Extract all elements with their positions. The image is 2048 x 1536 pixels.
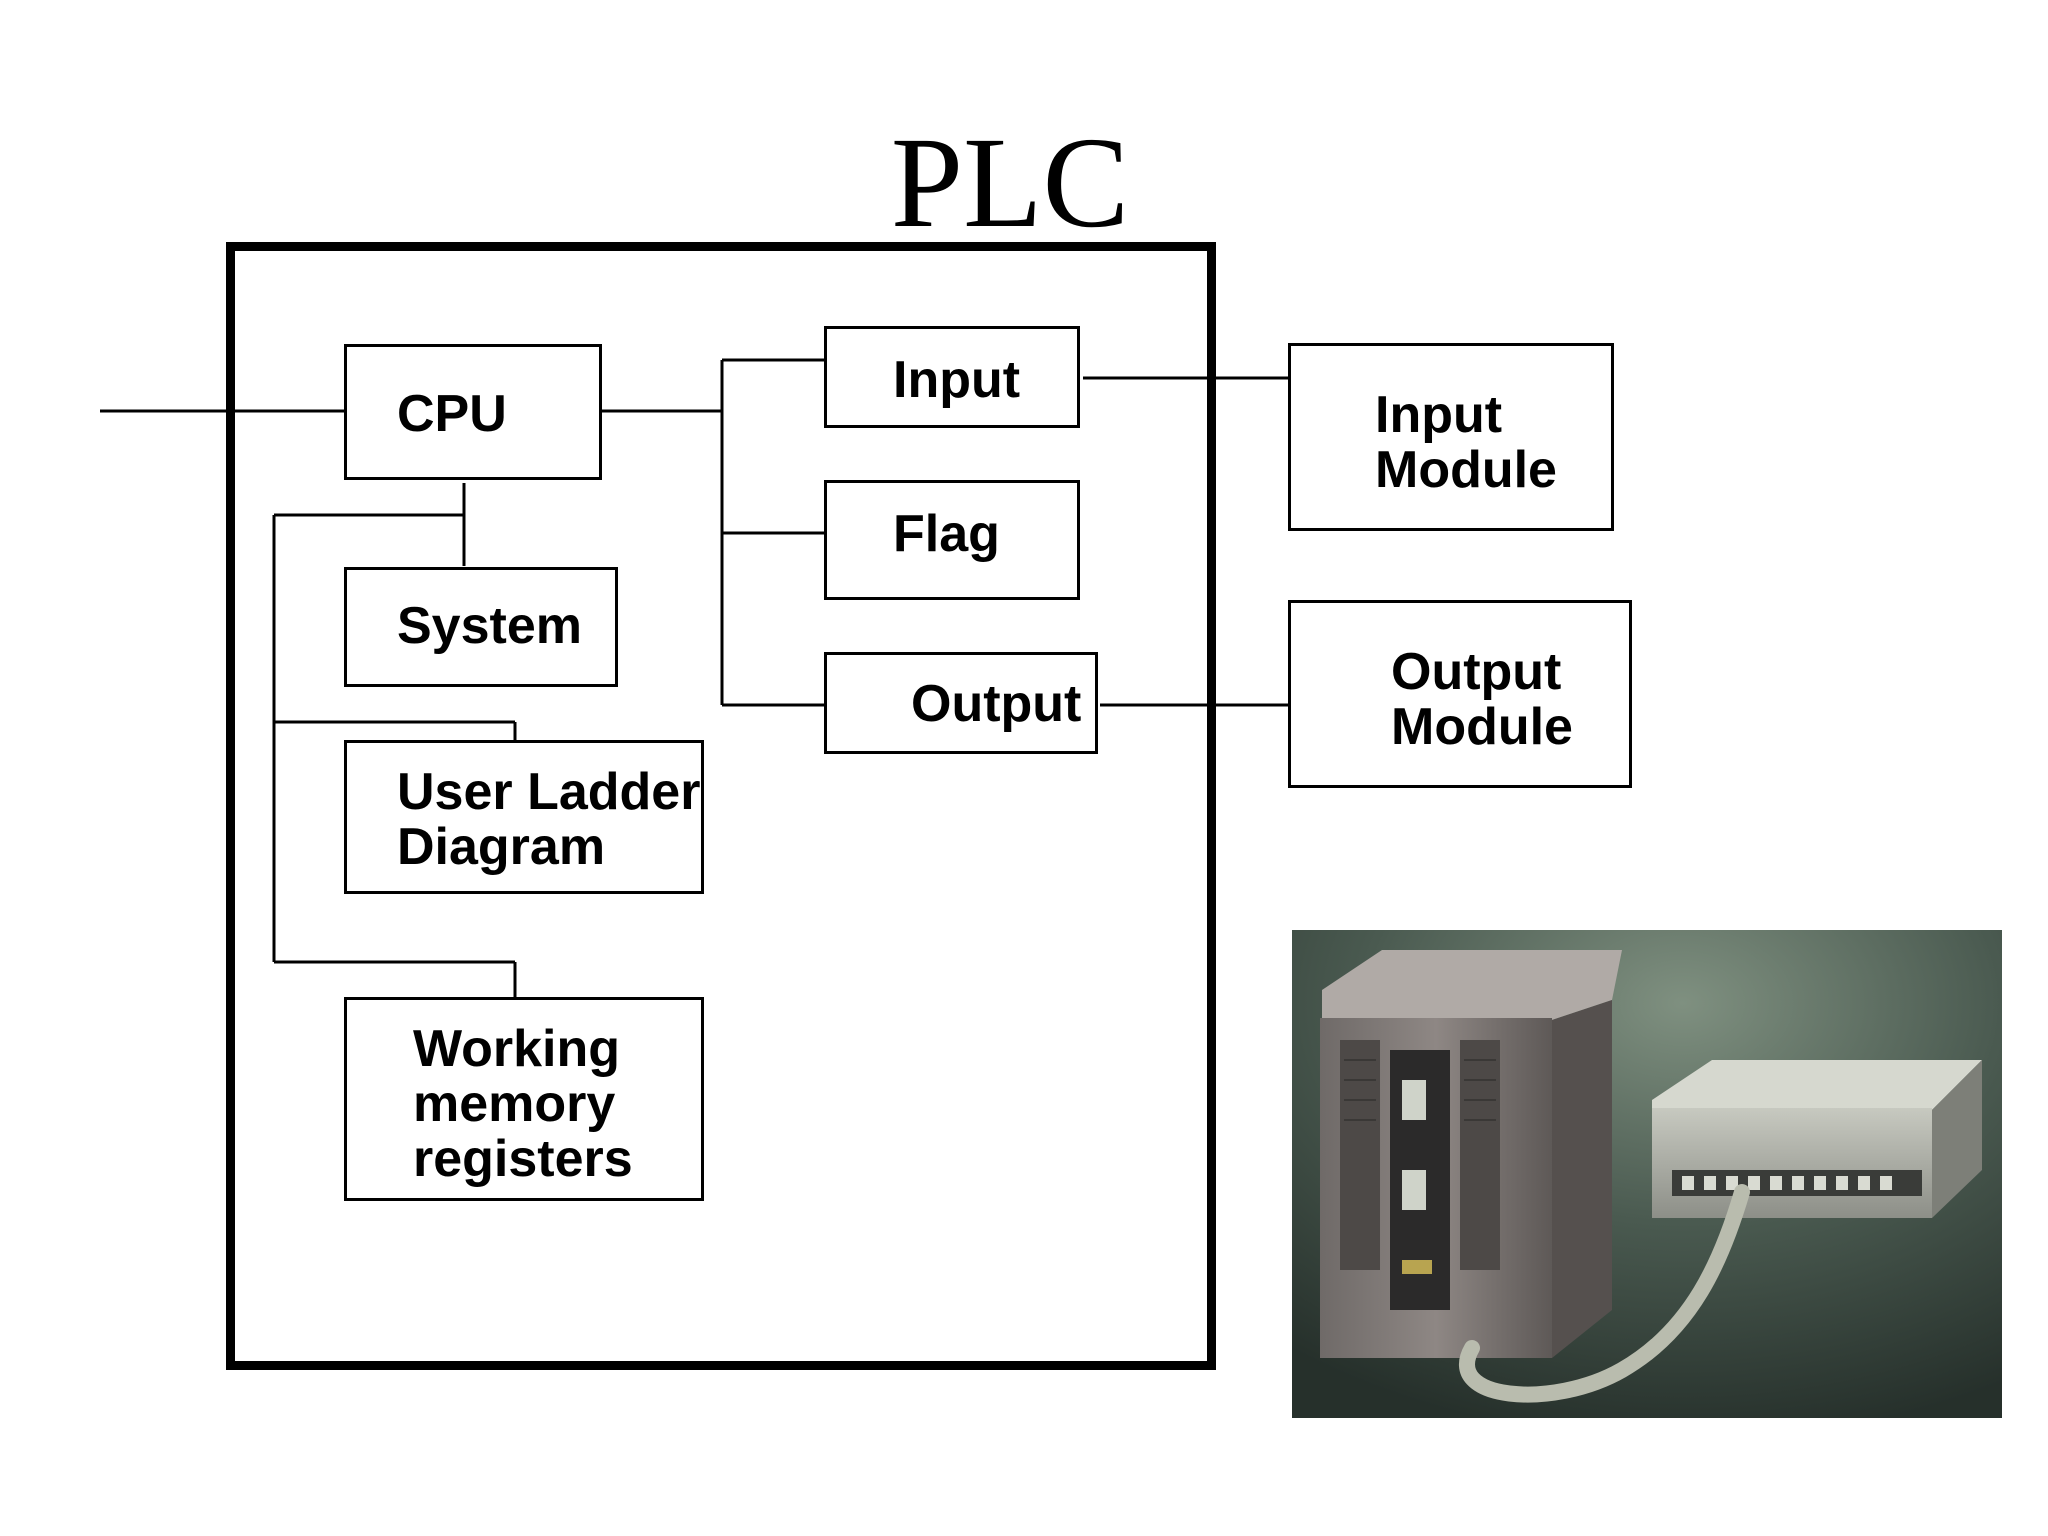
working-memory-block: Working memory registers <box>344 997 704 1201</box>
input-block: Input <box>824 326 1080 428</box>
system-label: System <box>397 597 582 655</box>
output-module-label: Output Module <box>1391 643 1573 756</box>
output-block: Output <box>824 652 1098 754</box>
flag-block: Flag <box>824 480 1080 600</box>
input-module-label: Input Module <box>1375 386 1557 499</box>
user-ladder-block: User Ladder Diagram <box>344 740 704 894</box>
flag-label: Flag <box>893 505 1000 563</box>
output-module-block: Output Module <box>1288 600 1632 788</box>
working-memory-label: Working memory registers <box>413 1020 633 1188</box>
system-block: System <box>344 567 618 687</box>
input-label: Input <box>893 351 1021 409</box>
input-module-block: Input Module <box>1288 343 1614 531</box>
cpu-label: CPU <box>397 385 507 443</box>
diagram-title: PLC <box>890 111 1130 255</box>
plc-enclosure <box>226 242 1216 1370</box>
cpu-block: CPU <box>344 344 602 480</box>
user-ladder-label: User Ladder Diagram <box>397 763 701 876</box>
plc-hardware-photo <box>1292 930 2002 1418</box>
output-label: Output <box>911 675 1082 733</box>
